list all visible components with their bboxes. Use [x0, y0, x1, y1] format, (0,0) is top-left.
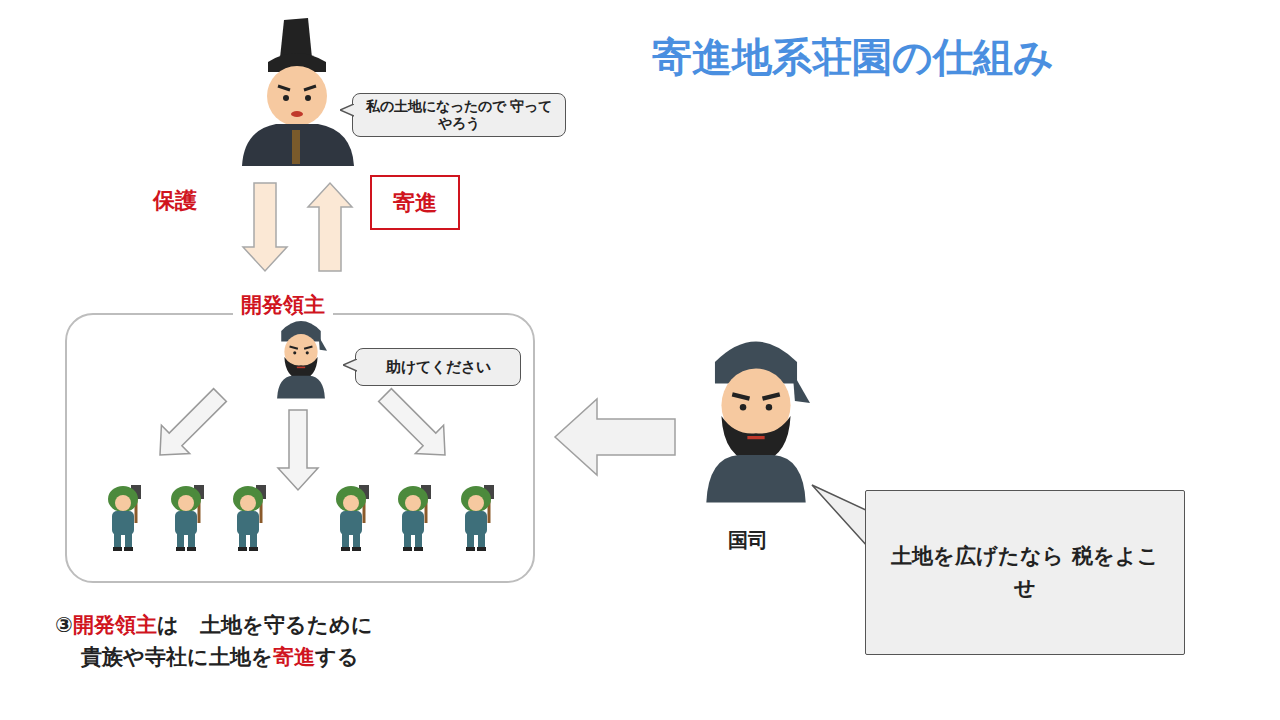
diagram-title: 寄進地系荘園の仕組み: [652, 30, 1054, 85]
noble-figure: 私の土地になったので 守ってやろう: [240, 18, 570, 168]
note-fragment: 貴族や寺社に土地を: [81, 645, 273, 669]
estate-heading: 開発領主: [233, 291, 333, 319]
farmer-figure: [461, 485, 494, 551]
note-fragment: 寄進: [273, 645, 315, 669]
bubble-tail: [340, 104, 354, 118]
speech-bubble: 助けてください: [355, 348, 521, 386]
block-arrow: [555, 399, 675, 475]
note-fragment: は 土地を守るために: [157, 613, 373, 637]
speech-bubble: 土地を広げたなら 税をよこせ: [865, 490, 1185, 655]
note-line: ③開発領主は 土地を守るために: [55, 610, 373, 642]
tail-join: [866, 512, 870, 546]
farmer-figure: [398, 485, 431, 551]
work-arrow: [379, 389, 445, 455]
edge-label: 保護: [153, 186, 197, 216]
bubble-tail: [343, 359, 357, 373]
note-fragment: する: [315, 645, 359, 669]
note-text: ③開発領主は 土地を守るために貴族や寺社に土地を寄進する: [55, 610, 373, 673]
bubble-text: 土地を広げたなら 税をよこせ: [890, 541, 1160, 604]
bubble-text: 助けてください: [386, 358, 491, 377]
estate-box: 助けてください 開発領主: [65, 285, 535, 583]
bubble-text: 私の土地になったので 守ってやろう: [359, 98, 559, 133]
work-arrow: [278, 410, 318, 490]
note-fragment: 開発領主: [73, 613, 157, 637]
noble-illustration: [240, 18, 360, 168]
speech-bubble: 私の土地になったので 守ってやろう: [352, 93, 566, 137]
work-arrow: [160, 389, 226, 455]
note-fragment: ③: [55, 613, 73, 637]
governor-name: 国司: [728, 527, 768, 554]
governor-figure: 国司土地を広げたなら 税をよこせ: [690, 325, 1195, 660]
farmer-figure: [336, 485, 369, 551]
block-arrow: [243, 183, 287, 271]
block-arrow: [308, 183, 352, 271]
farmer-figure: [233, 485, 266, 551]
edge-label: 寄進: [370, 175, 460, 230]
lord-illustration: [275, 315, 327, 399]
farmer-figure: [171, 485, 204, 551]
note-line: 貴族や寺社に土地を寄進する: [55, 642, 373, 674]
farmer-figure: [108, 485, 141, 551]
lord-figure: 助けてください: [275, 315, 530, 405]
